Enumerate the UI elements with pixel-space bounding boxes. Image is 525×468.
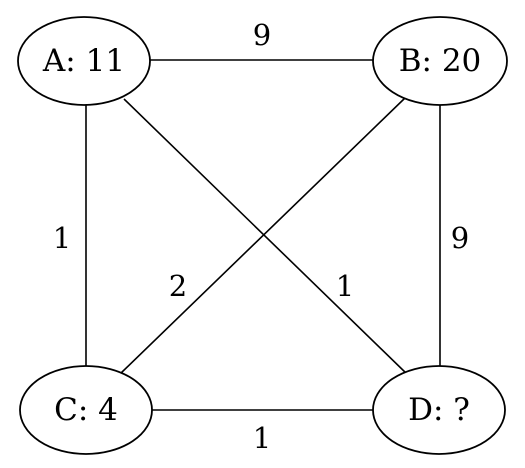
edge-weights: 9 1 1 2 9 1 (53, 18, 469, 455)
edge-weight-a-c: 1 (53, 221, 71, 255)
graph-node-c: C: 4 (19, 365, 153, 455)
node-c-label: C: 4 (54, 392, 118, 428)
edge-weight-a-d: 1 (336, 269, 354, 303)
node-a-label: A: 11 (42, 43, 125, 79)
node-c-ellipse (19, 365, 153, 455)
edge-weight-b-c: 2 (169, 269, 187, 303)
graph-node-a: A: 11 (17, 16, 151, 106)
edge-weight-b-d: 9 (451, 221, 469, 255)
graph-node-d: D: ? (372, 365, 506, 455)
edge-a-d (123, 98, 409, 376)
edge-weight-c-d: 1 (253, 421, 271, 455)
graph-edges (85, 59, 441, 411)
node-a-ellipse (17, 16, 151, 106)
graph-node-b: B: 20 (372, 16, 508, 106)
edge-weight-a-b: 9 (253, 18, 271, 52)
node-d-label: D: ? (408, 392, 470, 428)
node-b-label: B: 20 (399, 43, 482, 79)
node-b-ellipse (372, 16, 508, 106)
node-d-ellipse (372, 365, 506, 455)
edge-b-c (119, 97, 406, 375)
